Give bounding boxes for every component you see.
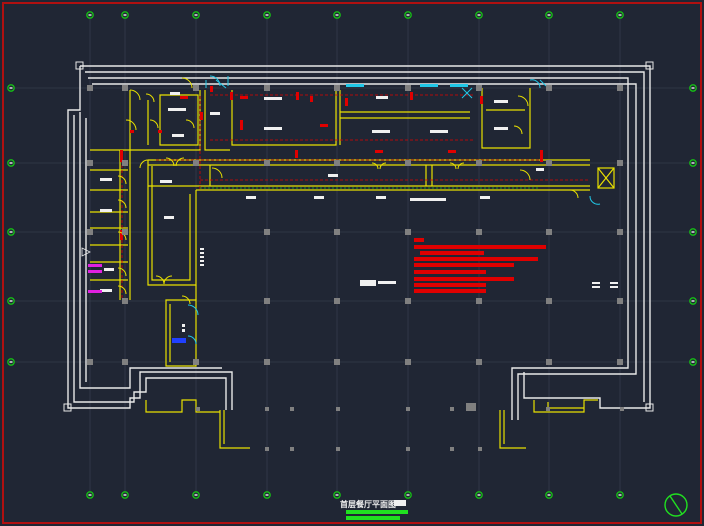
axis-bubble-icon: [192, 491, 200, 499]
column-icon: [617, 298, 623, 304]
column-icon: [617, 160, 623, 166]
axis-bubble-icon: [263, 11, 271, 19]
column-icon: [264, 160, 270, 166]
axis-bubble-icon: [404, 491, 412, 499]
column-icon: [546, 160, 552, 166]
column-icon: [87, 359, 93, 365]
red-dashed-lines: [121, 94, 590, 300]
drawing-title: 首层餐厅平面图: [340, 499, 396, 509]
axis-bubble-icon: [333, 11, 341, 19]
column-icon: [87, 85, 93, 91]
axis-bubble-icon: [86, 11, 94, 19]
column-icon: [334, 359, 340, 365]
bottom-markers: [196, 403, 624, 451]
column-icon: [122, 160, 128, 166]
column-icon: [546, 298, 552, 304]
column-icon: [617, 85, 623, 91]
axis-bubble-icon: [121, 11, 129, 19]
cyan-items: [346, 84, 468, 87]
room-labels: [100, 92, 618, 332]
axis-bubble-icon: [192, 11, 200, 19]
axis-bubble-icon: [7, 358, 15, 366]
column-icon: [193, 85, 199, 91]
axis-bubble-icon: [616, 491, 624, 499]
axis-bubble-icon: [475, 11, 483, 19]
axis-bubble-icon: [121, 491, 129, 499]
axis-bubble-icon: [7, 228, 15, 236]
axis-bubble-icon: [689, 228, 697, 236]
axis-bubble-icon: [86, 491, 94, 499]
north-arrow-icon: [664, 493, 688, 517]
columns: [87, 85, 623, 365]
axis-bubble-icon: [7, 84, 15, 92]
axis-bubble-icon: [545, 491, 553, 499]
column-icon: [193, 359, 199, 365]
column-icon: [334, 298, 340, 304]
axis-bubble-icon: [616, 11, 624, 19]
stair-symbol: [81, 247, 91, 257]
column-icon: [122, 85, 128, 91]
axis-bubbles: [7, 11, 697, 499]
axis-bubble-icon: [689, 358, 697, 366]
column-icon: [405, 160, 411, 166]
column-icon: [334, 229, 340, 235]
title-block: 首层餐厅平面图: [340, 499, 408, 520]
magenta-items: [88, 264, 102, 293]
axis-bubble-icon: [475, 491, 483, 499]
column-icon: [405, 229, 411, 235]
axis-bubble-icon: [7, 159, 15, 167]
column-icon: [546, 359, 552, 365]
axis-bubble-icon: [689, 84, 697, 92]
axis-bubble-icon: [404, 11, 412, 19]
column-icon: [264, 229, 270, 235]
interior-partitions: [90, 88, 615, 449]
column-icon: [476, 229, 482, 235]
column-icon: [476, 85, 482, 91]
axis-bubble-icon: [545, 11, 553, 19]
column-icon: [476, 160, 482, 166]
exterior-walls: [67, 65, 651, 420]
column-icon: [334, 85, 340, 91]
axis-bubble-icon: [333, 491, 341, 499]
axis-bubble-icon: [689, 159, 697, 167]
blue-item: [172, 338, 186, 343]
column-icon: [617, 359, 623, 365]
column-icon: [122, 359, 128, 365]
column-icon: [405, 298, 411, 304]
axis-bubble-icon: [263, 491, 271, 499]
column-icon: [546, 85, 552, 91]
column-icon: [405, 85, 411, 91]
column-icon: [264, 85, 270, 91]
axis-bubble-icon: [7, 297, 15, 305]
column-icon: [122, 229, 128, 235]
column-icon: [476, 359, 482, 365]
column-icon: [87, 160, 93, 166]
column-icon: [193, 160, 199, 166]
axis-bubble-icon: [689, 297, 697, 305]
cyan-door-swings: [187, 75, 601, 345]
corner-markers: [63, 61, 654, 412]
column-icon: [264, 298, 270, 304]
column-icon: [405, 359, 411, 365]
red-annotations-top: [120, 86, 543, 240]
column-icon: [122, 298, 128, 304]
column-icon: [87, 229, 93, 235]
column-icon: [264, 359, 270, 365]
red-notes-block: [414, 238, 546, 293]
column-icon: [617, 229, 623, 235]
column-icon: [546, 229, 552, 235]
column-icon: [476, 298, 482, 304]
column-icon: [334, 160, 340, 166]
